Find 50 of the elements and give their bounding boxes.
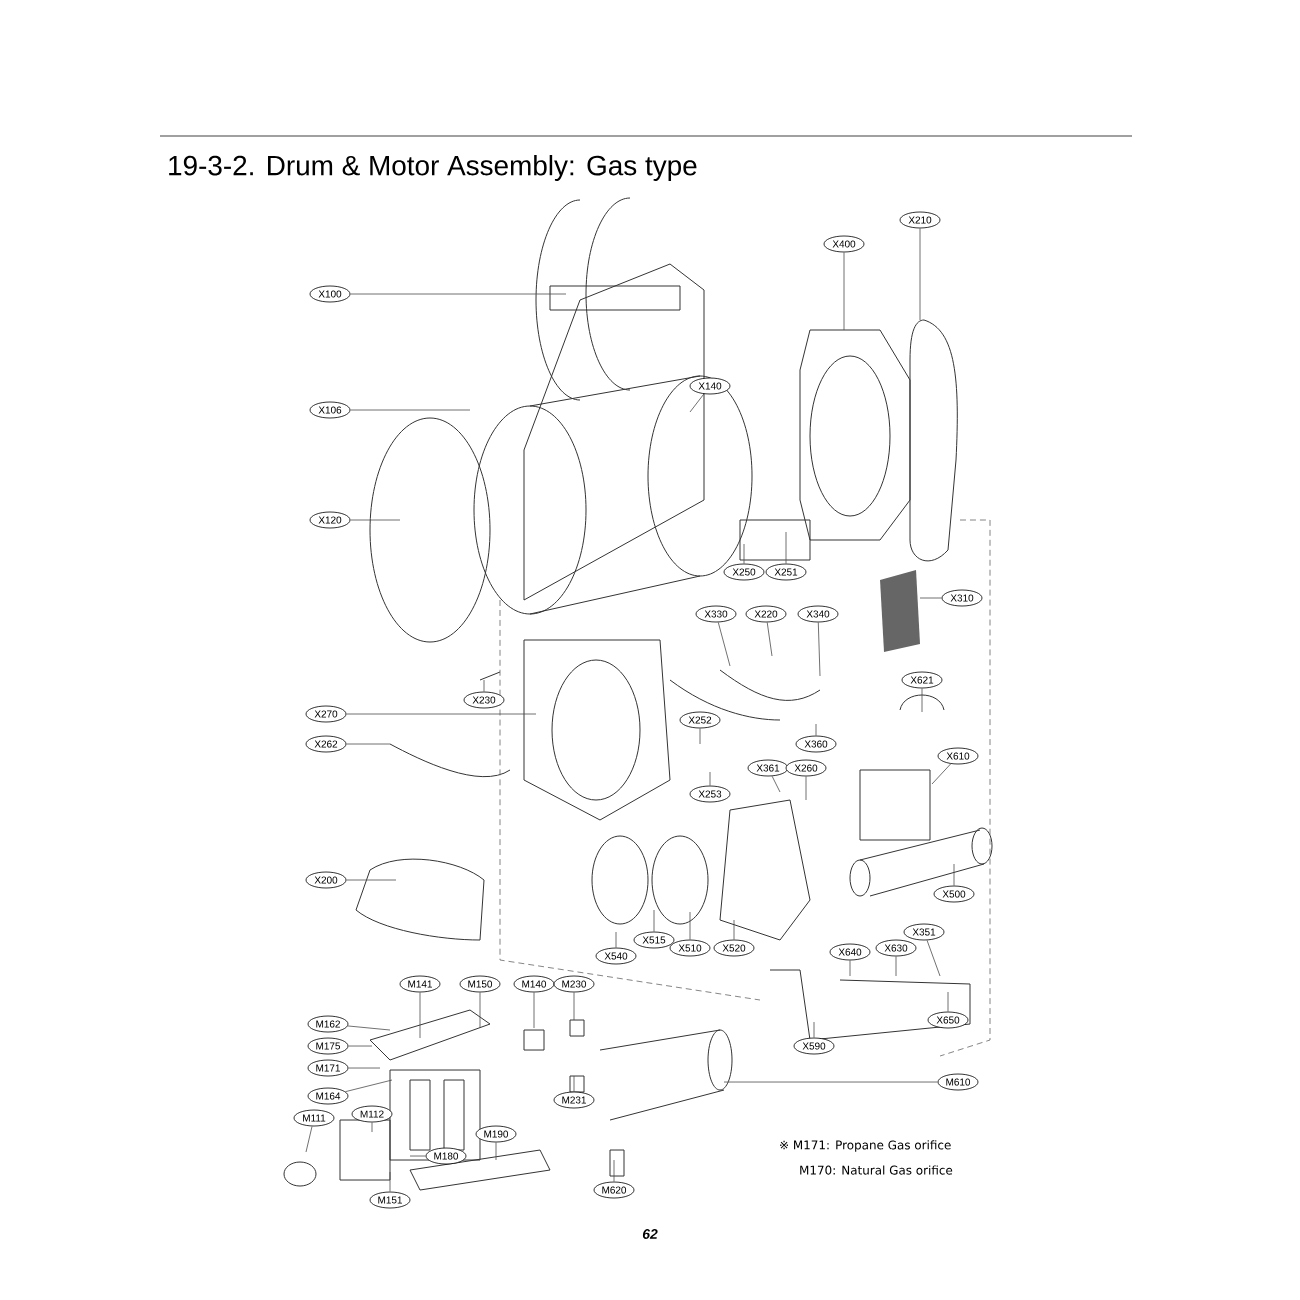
leader-line <box>733 919 735 940</box>
leader-line <box>348 1067 381 1069</box>
leader-line <box>350 409 471 411</box>
leader-line <box>419 992 421 1039</box>
leader-line <box>346 743 391 745</box>
leader-line <box>699 728 701 745</box>
leader-line <box>895 956 897 977</box>
leader-line <box>495 1142 497 1161</box>
leader-line <box>350 293 567 295</box>
leader-line <box>389 1171 391 1192</box>
leader-line <box>409 1155 426 1157</box>
leader-line <box>689 911 691 940</box>
leader-line <box>849 960 851 977</box>
leader-line <box>346 713 537 715</box>
leader-line <box>350 519 401 521</box>
leader-line <box>347 1025 391 1031</box>
leader-line <box>346 879 397 881</box>
leader-line <box>709 771 711 786</box>
leader-line <box>947 991 949 1012</box>
leader-line <box>919 597 942 599</box>
leader-line <box>766 622 773 657</box>
leader-line <box>483 679 485 692</box>
leader-line <box>689 393 705 413</box>
leader-line <box>717 621 731 667</box>
leader-line <box>479 992 481 1029</box>
leader-line <box>921 688 923 713</box>
leader-line <box>573 992 575 1021</box>
leader-line <box>371 1122 373 1133</box>
leader-line <box>771 775 781 793</box>
leader-line <box>533 992 535 1029</box>
leader-line <box>785 531 787 564</box>
leader-line <box>613 1159 615 1182</box>
leader-line <box>805 776 807 801</box>
leader-line <box>843 252 845 331</box>
leader-line <box>815 723 817 736</box>
leader-line <box>573 1075 575 1092</box>
leader-line <box>817 622 821 677</box>
leader-line <box>723 1081 938 1083</box>
leader-line <box>926 939 941 977</box>
leader-line <box>615 931 617 948</box>
leader-line <box>305 1126 313 1153</box>
leader-line <box>653 909 655 932</box>
leader-line <box>931 763 952 785</box>
leader-line <box>348 1045 373 1047</box>
leader-line <box>953 863 955 886</box>
leader-line <box>743 543 745 564</box>
title: 19-3-2. Drum & Motor Assembly: Gas type <box>169 155 697 181</box>
leader-line <box>813 1021 815 1038</box>
leader-line <box>919 228 921 321</box>
leader-line <box>345 1079 393 1093</box>
